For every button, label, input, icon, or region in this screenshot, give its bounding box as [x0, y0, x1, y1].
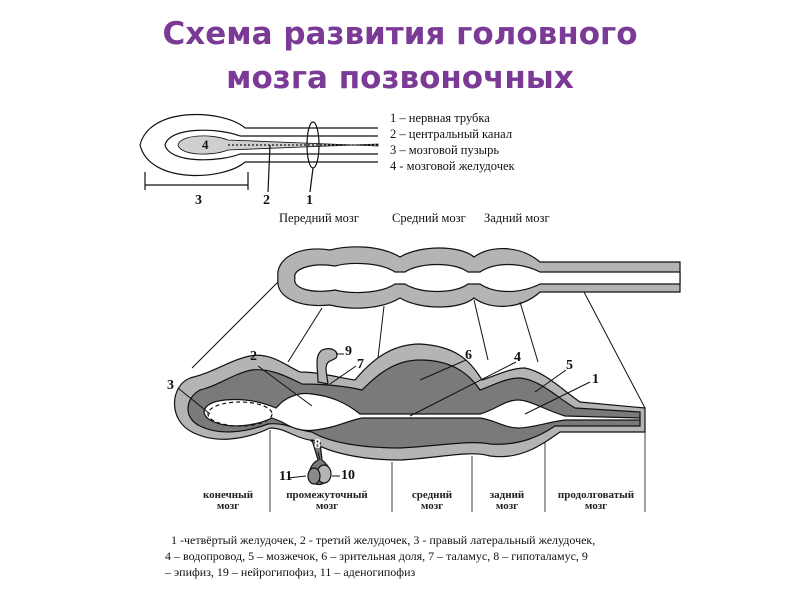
caption-line-2: 4 – водопровод, 5 – мозжечок, 6 – зрител… — [165, 549, 588, 563]
label-fourth-ventricle-1: 1 — [592, 372, 599, 387]
epiphysis — [316, 348, 338, 385]
neural-tube-stage — [139, 113, 379, 193]
legend-item-3: 3 – мозговой пузырь — [390, 143, 500, 157]
label-central-canal-2: 2 — [263, 193, 270, 208]
region-metencephalon: задний мозг — [489, 489, 525, 512]
region-dividers — [269, 430, 646, 512]
label-midbrain: Средний мозг — [392, 211, 466, 225]
legend-item-4: 4 - мозговой желудочек — [390, 159, 515, 173]
label-hindbrain: Задний мозг — [484, 211, 550, 225]
label-vesicle-ventricle-4: 4 — [202, 137, 209, 152]
label-forebrain: Передний мозг — [279, 211, 359, 225]
region-diencephalon: промежуточный мозг — [286, 489, 368, 512]
vesicle-inner-wall — [164, 129, 378, 161]
caption-line-3: – эпифиз, 19 – нейрогипофиз, 11 – аденог… — [165, 565, 416, 579]
adenohypophysis — [307, 467, 321, 485]
label-third-ventricle-2: 2 — [250, 349, 257, 364]
pointer-1 — [309, 167, 314, 193]
title-line-2: мозга позвоночных — [226, 60, 574, 96]
figure-caption: 1 -четвёртый желудочек, 2 - третий желуд… — [165, 532, 595, 580]
region-medulla: продолговатый мозг — [557, 489, 635, 512]
label-aqueduct-4: 4 — [514, 350, 521, 365]
legend-item-2: 2 – центральный канал — [390, 127, 513, 141]
label-neural-tube-1: 1 — [306, 193, 313, 208]
region-mesencephalon: средний мозг — [411, 489, 453, 512]
label-adenohypophysis-11: 11 — [279, 469, 293, 484]
ventricle-system — [203, 392, 641, 432]
label-hypothalamus-8: 8 — [314, 437, 321, 452]
three-vesicle-inner — [294, 262, 681, 294]
label-epiphysis-9: 9 — [345, 344, 352, 359]
legend-item-1: 1 – нервная трубка — [390, 111, 490, 125]
label-brain-vesicle-3: 3 — [195, 193, 202, 208]
label-cerebellum-5: 5 — [566, 358, 573, 373]
lateral-ventricle-outline — [207, 401, 273, 427]
three-vesicle-stage — [277, 246, 681, 309]
label-optic-lobe-6: 6 — [465, 348, 472, 363]
five-vesicle-brain — [173, 343, 646, 486]
label-lateral-ventricle-3: 3 — [167, 378, 174, 393]
part-pointers — [177, 353, 591, 479]
label-thalamus-7: 7 — [357, 357, 364, 372]
neural-tube-legend: 1 – нервная трубка 2 – центральный канал… — [390, 110, 515, 174]
pointer-2 — [267, 144, 271, 193]
label-neurohypophysis-10: 10 — [341, 468, 355, 483]
connector-lines — [191, 281, 646, 409]
title-line-1: Схема развития головного — [162, 16, 638, 52]
slide-title: Схема развития головного мозга позвоночн… — [0, 12, 800, 100]
region-telencephalon: конечный мозг — [202, 489, 254, 512]
caption-line-1: 1 -четвёртый желудочек, 2 - третий желуд… — [171, 533, 596, 547]
